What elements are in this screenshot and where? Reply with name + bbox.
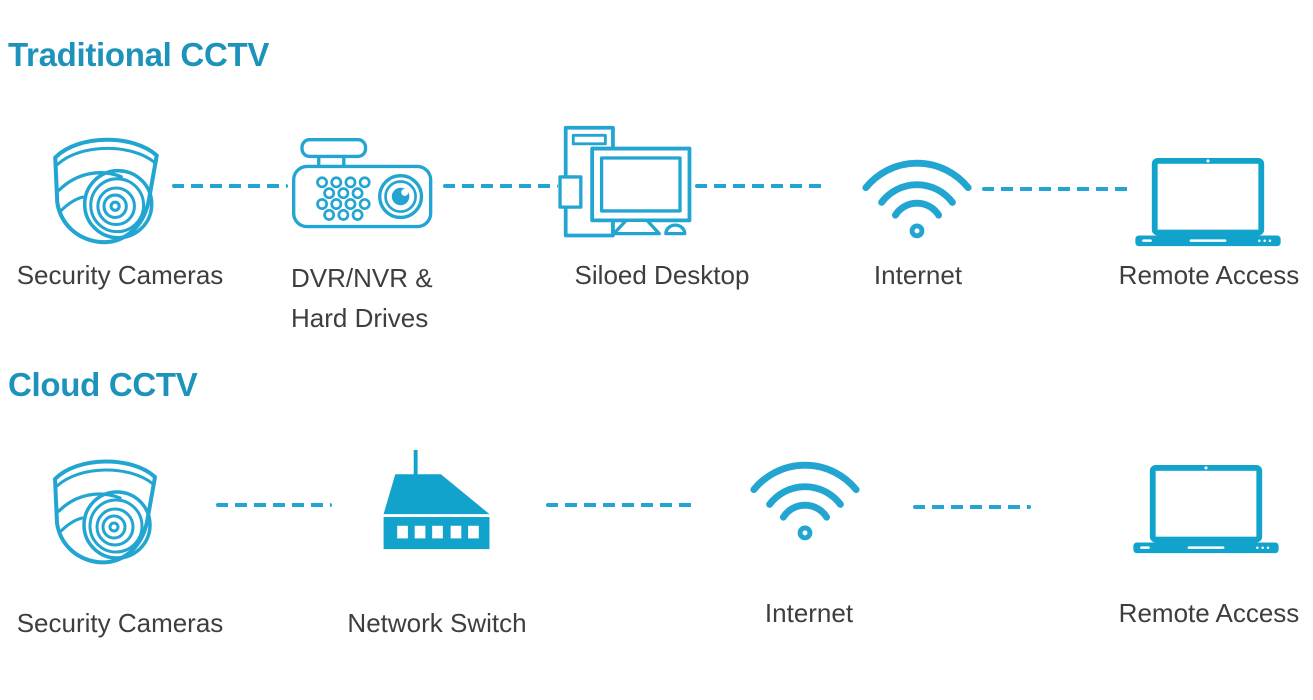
label-remote-access: Remote Access <box>1118 598 1300 628</box>
label-internet: Internet <box>764 598 854 628</box>
section-title-cloud: Cloud CCTV <box>8 366 198 403</box>
label-remote-access: Remote Access <box>1118 260 1300 290</box>
dome-camera-icon <box>40 446 170 576</box>
network-switch-icon <box>383 450 493 552</box>
dashed-connector <box>443 184 558 188</box>
laptop-icon <box>1131 465 1281 557</box>
dashed-connector <box>546 503 693 507</box>
section-title-traditional: Traditional CCTV <box>8 36 270 73</box>
label-network-switch: Network Switch <box>347 608 527 638</box>
label-dvr-nvr-hard-drives: DVR/NVR & Hard Drives <box>291 258 433 338</box>
dashed-connector <box>913 505 1031 509</box>
label-dvr-line2: Hard Drives <box>291 303 429 333</box>
dome-camera-icon <box>40 124 172 256</box>
dashed-connector <box>216 503 332 507</box>
dashed-connector <box>982 187 1130 191</box>
dashed-connector <box>172 184 288 188</box>
label-security-cameras: Security Cameras <box>16 608 224 638</box>
label-security-cameras: Security Cameras <box>16 260 224 290</box>
label-dvr-line1: DVR/NVR & <box>291 263 433 293</box>
desktop-computer-icon <box>558 124 700 244</box>
dvr-recorder-icon <box>292 138 434 230</box>
label-siloed-desktop: Siloed Desktop <box>574 260 750 290</box>
wifi-icon <box>746 450 864 544</box>
wifi-icon <box>858 148 976 242</box>
label-internet: Internet <box>873 260 963 290</box>
dashed-connector <box>695 184 828 188</box>
laptop-icon <box>1133 158 1283 250</box>
